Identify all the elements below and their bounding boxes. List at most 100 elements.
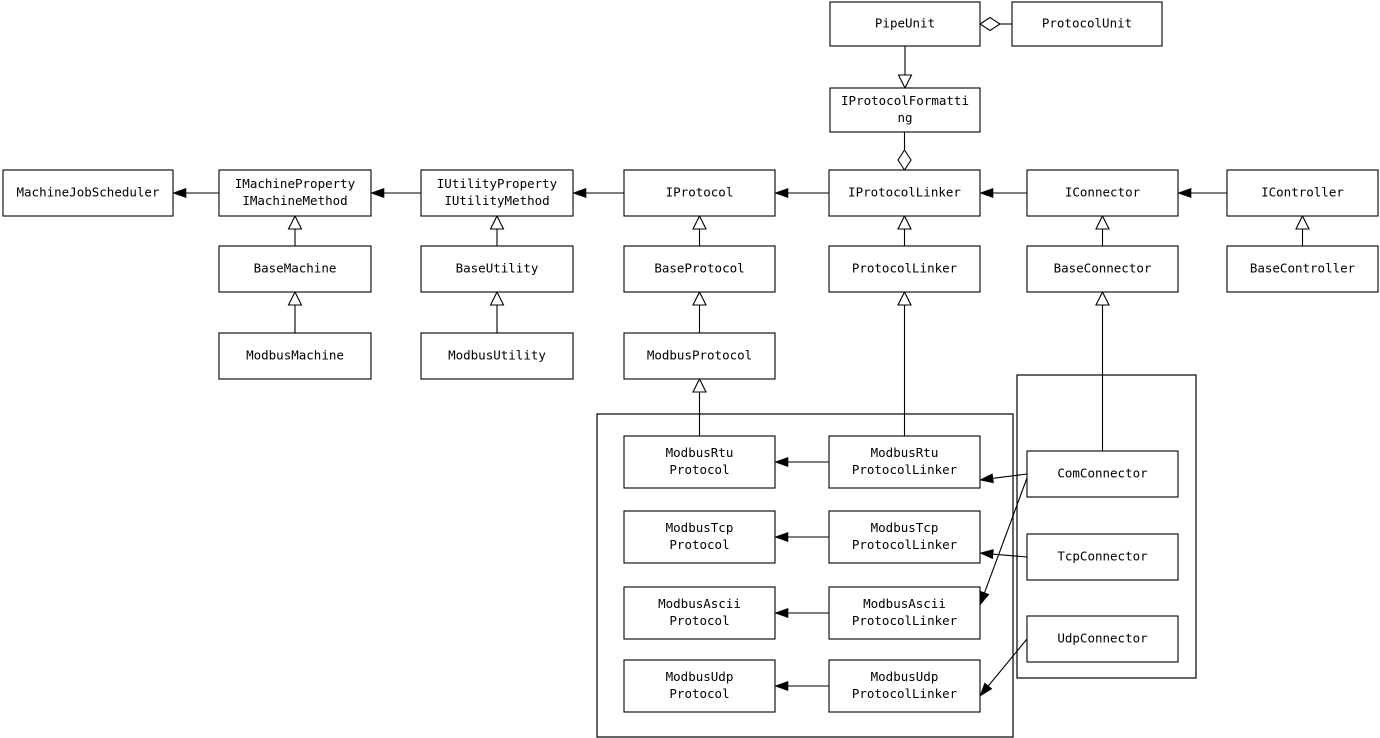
class-label-ModbusAsciiProtocol-line2: Protocol xyxy=(669,613,729,628)
class-label-ModbusUtility: ModbusUtility xyxy=(448,348,546,363)
class-box-BaseController[interactable]: BaseController xyxy=(1226,245,1379,293)
edge-iprotocollinker-iprotocol-arrowhead-icon xyxy=(774,187,789,199)
connector-group xyxy=(1016,374,1197,679)
class-label-ModbusUdpProtocol-line1: ModbusUdp xyxy=(666,669,734,684)
class-label-IUtilityProperty-line1: IUtilityProperty xyxy=(437,176,558,191)
edge-modbusutility-baseutility-triangle-icon xyxy=(489,290,505,306)
edge-modbusmachine-basemachine-triangle-icon xyxy=(287,290,303,306)
class-label-IMachineProperty-line1: IMachineProperty xyxy=(235,176,356,191)
class-label-ModbusAsciiProtocolLinker-line2: ProtocolLinker xyxy=(852,613,958,628)
edge-imachine-scheduler-arrowhead-icon xyxy=(172,187,187,199)
class-box-ProtocolLinker[interactable]: ProtocolLinker xyxy=(828,245,981,293)
class-box-UdpConnector[interactable]: UdpConnector xyxy=(1026,615,1179,663)
edge-asciilinker-asciiprotocol-arrowhead-icon xyxy=(774,607,789,619)
class-label-IUtilityProperty-line2: IUtilityMethod xyxy=(444,193,549,208)
edge-tcplinker-tcpprotocol-arrowhead-icon xyxy=(774,531,789,543)
edge-baseutility-iutility-triangle-icon xyxy=(489,214,505,230)
class-box-ModbusProtocol[interactable]: ModbusProtocol xyxy=(623,332,776,380)
class-label-ModbusRtuProtocol-line2: Protocol xyxy=(669,462,729,477)
class-box-BaseUtility[interactable]: BaseUtility xyxy=(420,245,574,293)
edge-tcpconnector-tcplinker-line xyxy=(990,553,1028,558)
edge-basecontroller-icontroller-triangle-icon xyxy=(1295,214,1310,230)
class-label-TcpConnector: TcpConnector xyxy=(1057,549,1148,564)
class-label-ModbusTcpProtocol-line2: Protocol xyxy=(669,537,729,552)
class-box-ComConnector[interactable]: ComConnector xyxy=(1026,450,1179,498)
class-label-IProtocolFormatting-line2: ng xyxy=(897,110,912,125)
edge-udplinker-udpprotocol-arrowhead-icon xyxy=(774,680,789,692)
edge-iutility-imachine-arrowhead-icon xyxy=(370,187,385,199)
class-box-IProtocolLinker[interactable]: IProtocolLinker xyxy=(828,169,981,217)
class-box-IProtocol[interactable]: IProtocol xyxy=(623,169,776,217)
class-box-ProtocolUnit[interactable]: ProtocolUnit xyxy=(1011,1,1163,47)
class-label-BaseController: BaseController xyxy=(1250,261,1356,276)
edge-baseprotocol-iprotocol-triangle-icon xyxy=(692,214,707,230)
class-label-MachineJobScheduler: MachineJobScheduler xyxy=(17,185,160,200)
class-label-ModbusTcpProtocolLinker-line2: ProtocolLinker xyxy=(852,537,958,552)
edge-pipeunit-protocolunit-diamond-icon xyxy=(978,16,1002,32)
class-box-BaseConnector[interactable]: BaseConnector xyxy=(1026,245,1179,293)
class-box-IController[interactable]: IController xyxy=(1226,169,1379,217)
class-box-ModbusMachine[interactable]: ModbusMachine xyxy=(218,332,372,380)
edge-udpconnector-udplinker-line xyxy=(986,638,1028,688)
group-container xyxy=(596,374,1197,738)
edge-rtuprotocol-modbusprotocol-triangle-icon xyxy=(692,377,707,393)
class-label-BaseMachine: BaseMachine xyxy=(254,261,337,276)
edge-modbusprotocol-baseprotocol-triangle-icon xyxy=(692,290,707,306)
edge-baseconnector-iconnector-triangle-icon xyxy=(1095,214,1110,230)
edge-comconnector-rtulinker-arrowhead-icon xyxy=(979,473,994,484)
edge-comconnector-asciilinker-arrowhead-icon xyxy=(979,590,990,606)
class-box-ModbusUtility[interactable]: ModbusUtility xyxy=(420,332,574,380)
edge-basemachine-imachine-triangle-icon xyxy=(287,214,303,230)
class-label-IProtocolLinker: IProtocolLinker xyxy=(848,185,961,200)
edge-rtulinker-rtuprotocol-arrowhead-icon xyxy=(774,456,789,468)
edge-comconnector-rtulinker-line xyxy=(990,473,1028,480)
edge-icontroller-iconnector-arrowhead-icon xyxy=(1177,187,1192,199)
class-box-IConnector[interactable]: IConnector xyxy=(1026,169,1179,217)
edge-container xyxy=(172,16,1310,697)
class-label-ModbusMachine: ModbusMachine xyxy=(246,348,344,363)
class-box-TcpConnector[interactable]: TcpConnector xyxy=(1026,533,1179,581)
class-label-ProtocolLinker: ProtocolLinker xyxy=(852,261,958,276)
class-label-ModbusRtuProtocolLinker-line1: ModbusRtu xyxy=(871,445,939,460)
class-label-ModbusAsciiProtocol-line1: ModbusAscii xyxy=(658,596,741,611)
class-label-ModbusTcpProtocolLinker-line1: ModbusTcp xyxy=(871,520,939,535)
class-label-IController: IController xyxy=(1261,185,1344,200)
class-label-ModbusUdpProtocolLinker-line1: ModbusUdp xyxy=(871,669,939,684)
edge-rtulinker-protocollinker-triangle-icon xyxy=(897,290,912,306)
class-label-IMachineProperty-line2: IMachineMethod xyxy=(242,193,347,208)
edge-tcpconnector-tcplinker-arrowhead-icon xyxy=(979,549,994,560)
class-label-ModbusUdpProtocol-line2: Protocol xyxy=(669,686,729,701)
edge-pipeunit-iprotocolformatting-triangle-icon xyxy=(897,74,913,90)
class-label-IConnector: IConnector xyxy=(1065,185,1141,200)
class-label-BaseConnector: BaseConnector xyxy=(1054,261,1152,276)
class-label-ProtocolUnit: ProtocolUnit xyxy=(1042,16,1132,31)
class-label-ModbusRtuProtocolLinker-line2: ProtocolLinker xyxy=(852,462,958,477)
node-container: PipeUnit ProtocolUnitIProtocolFormattingM… xyxy=(2,1,1379,713)
class-box-BaseProtocol[interactable]: BaseProtocol xyxy=(623,245,776,293)
modbus-protocol-group xyxy=(596,413,1014,738)
class-box-PipeUnit[interactable]: PipeUnit xyxy=(829,1,981,47)
class-box-MachineJobScheduler[interactable]: MachineJobScheduler xyxy=(2,169,174,217)
edge-iprotocol-iutility-arrowhead-icon xyxy=(572,187,587,199)
class-label-ModbusAsciiProtocolLinker-line1: ModbusAscii xyxy=(863,596,946,611)
class-box-BaseMachine[interactable]: BaseMachine xyxy=(218,245,372,293)
edge-comconnector-baseconnector-triangle-icon xyxy=(1095,290,1110,306)
class-label-BaseUtility: BaseUtility xyxy=(456,261,539,276)
class-label-ModbusProtocol: ModbusProtocol xyxy=(647,348,752,363)
class-label-ModbusRtuProtocol-line1: ModbusRtu xyxy=(666,445,734,460)
class-label-ModbusTcpProtocol-line1: ModbusTcp xyxy=(666,520,734,535)
edge-iconnector-iprotocollinker-arrowhead-icon xyxy=(979,187,994,199)
